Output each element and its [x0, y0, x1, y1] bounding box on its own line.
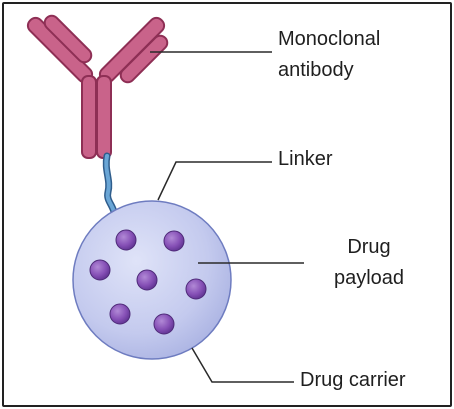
- antibody-stem-right: [96, 75, 112, 159]
- adc-diagram: [26, 14, 304, 383]
- payload-label-line-2: payload: [333, 267, 405, 289]
- linker-chain-icon: [102, 152, 118, 216]
- drug-molecule-dot-icon: [185, 278, 207, 300]
- carrier-leader-line: [191, 347, 294, 383]
- drug-molecule-dot-icon: [109, 303, 131, 325]
- antibody-label: Monoclonal antibody: [278, 24, 380, 86]
- antibody-icon: [26, 14, 169, 159]
- antibody-left-light-arm: [43, 14, 93, 64]
- linker-label: Linker: [278, 148, 333, 170]
- drug-molecule-dot-icon: [153, 313, 175, 335]
- drug-molecule-dot-icon: [89, 259, 111, 281]
- carrier-label: Drug carrier: [300, 369, 406, 391]
- antibody-stem-left: [81, 75, 97, 159]
- drug-payload-group: [89, 229, 207, 335]
- antibody-label-line-2: antibody: [278, 59, 354, 81]
- payload-label-line-1: Drug: [347, 236, 391, 258]
- payload-label: Drug payload: [310, 232, 428, 294]
- linker-leader-line: [157, 161, 272, 201]
- leader-lines: [150, 51, 304, 383]
- linker-highlight: [104, 154, 116, 214]
- drug-molecule-dot-icon: [136, 269, 158, 291]
- antibody-label-line-1: Monoclonal: [278, 28, 381, 50]
- antibody-right-light-arm: [119, 34, 169, 84]
- drug-molecule-dot-icon: [115, 229, 137, 251]
- drug-molecule-dot-icon: [163, 230, 185, 252]
